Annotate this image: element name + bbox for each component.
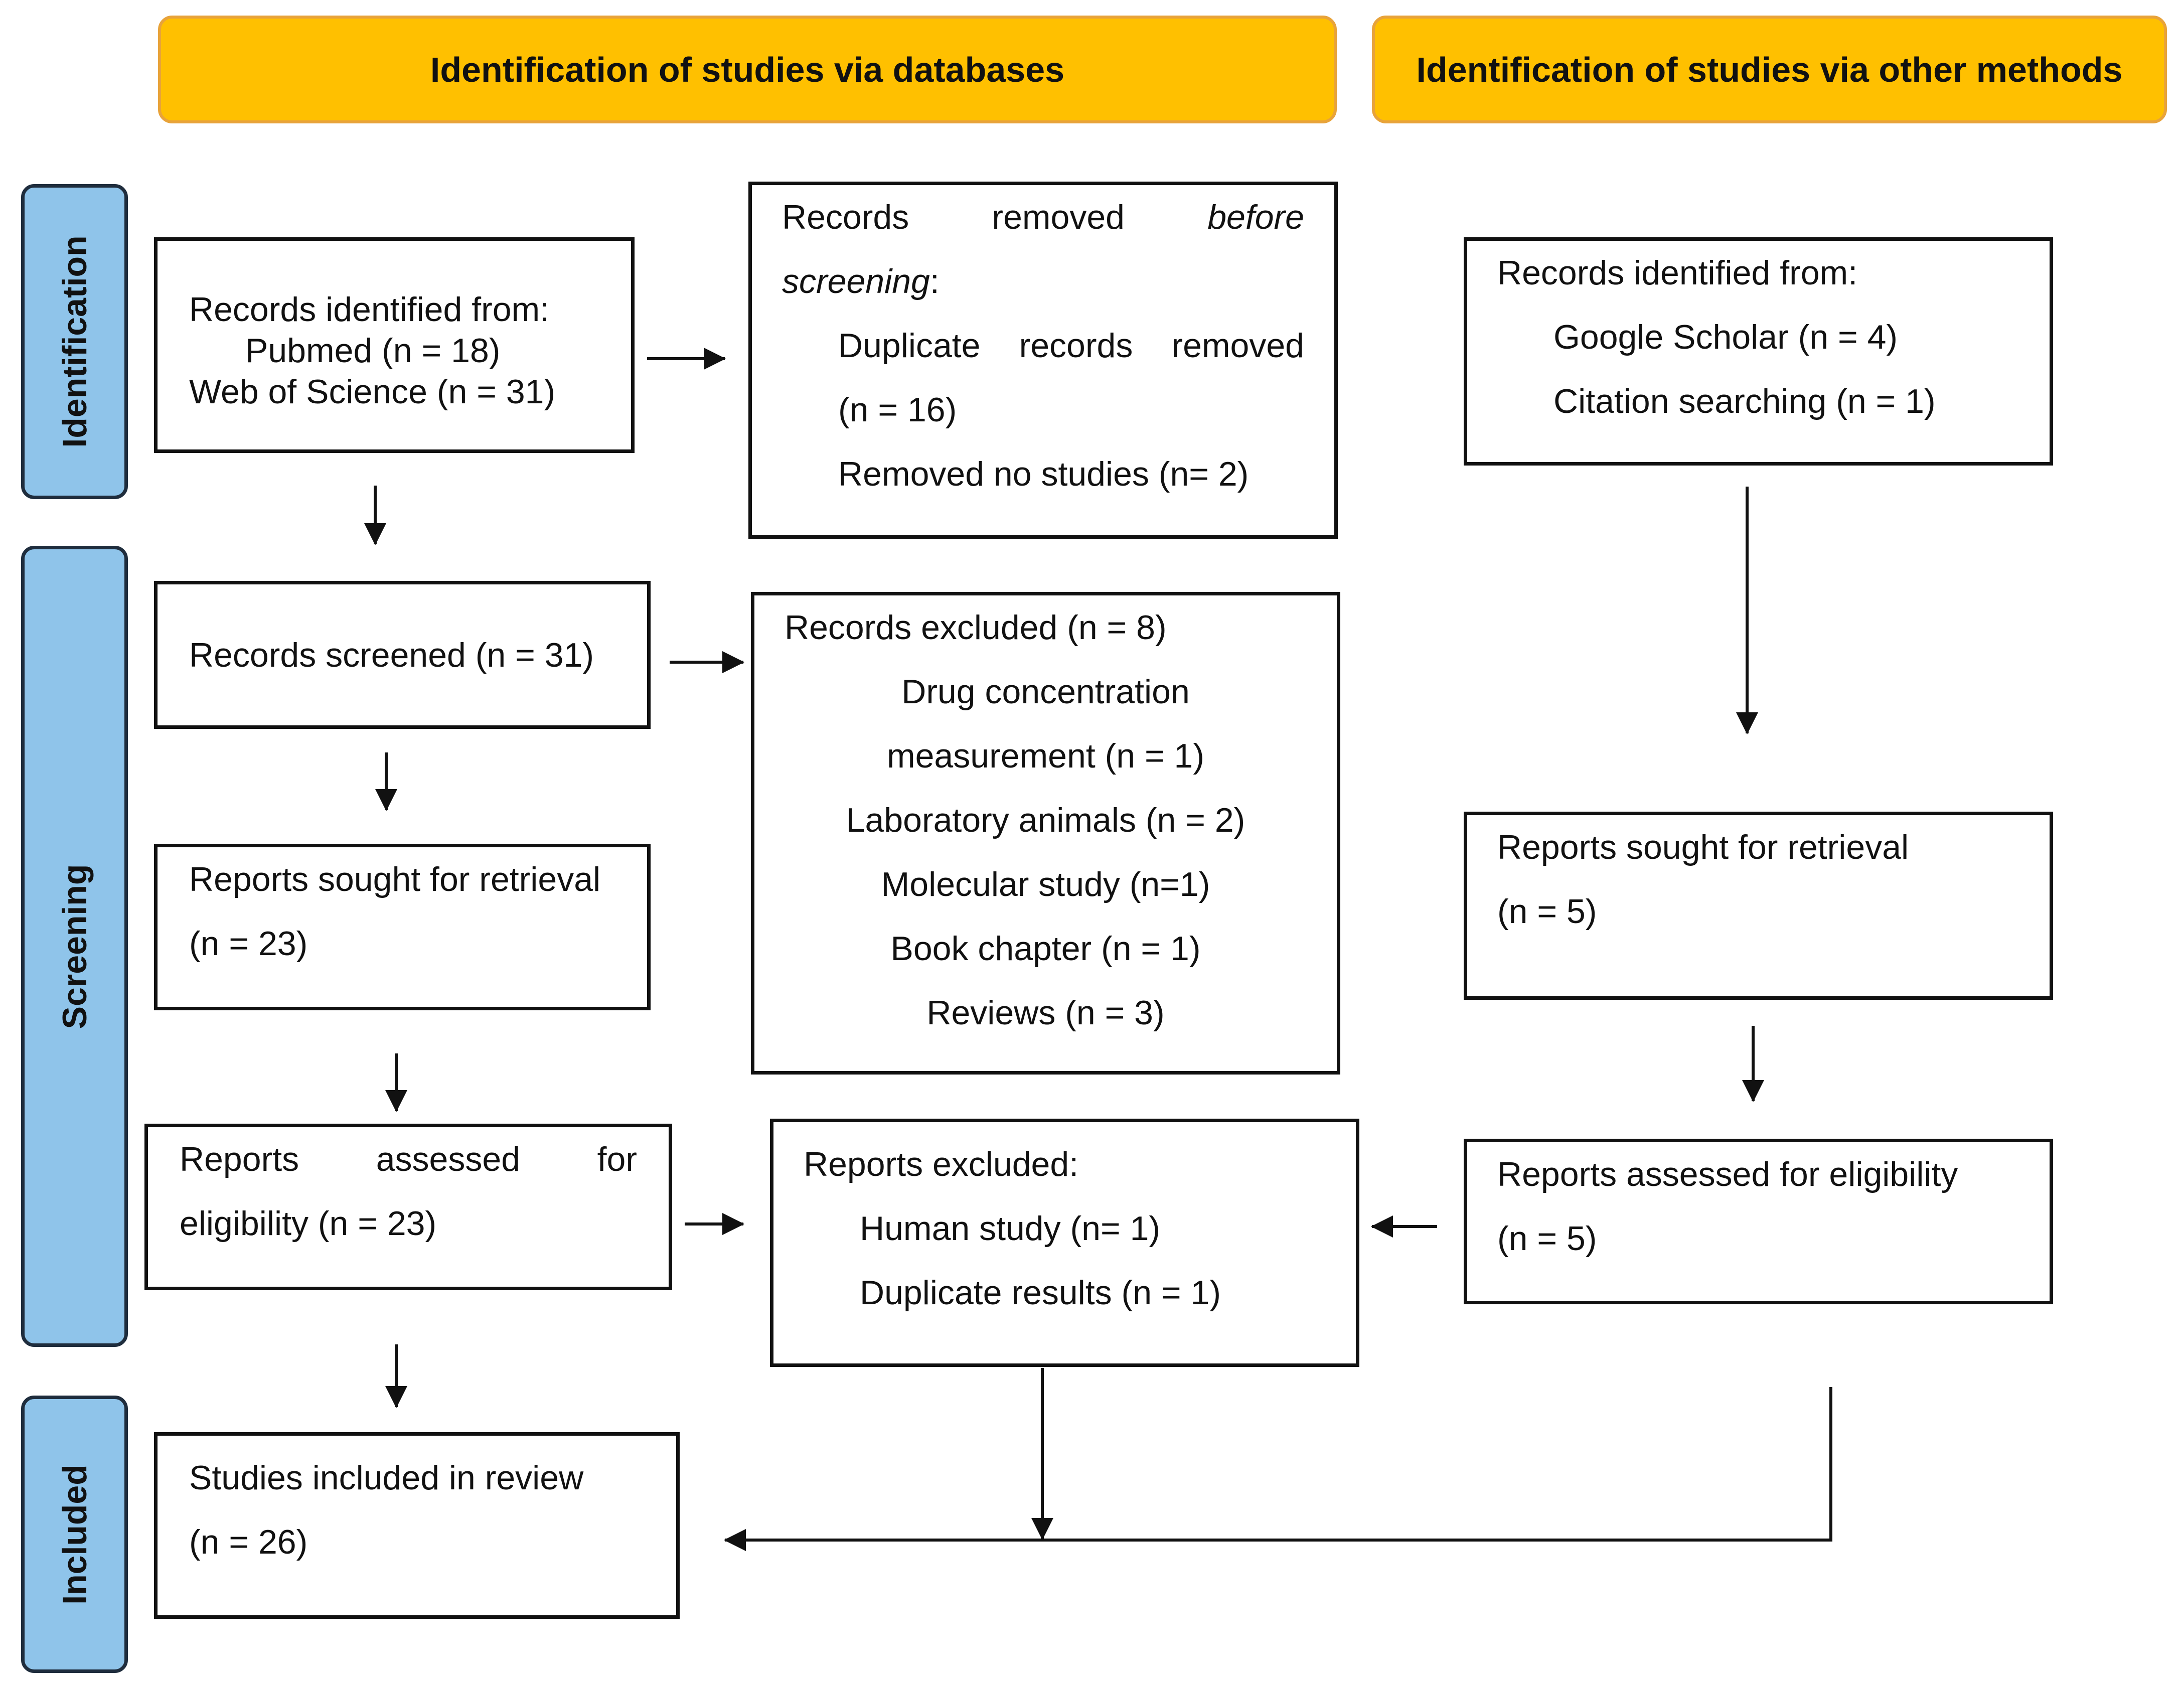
removed-colon: : <box>929 262 940 300</box>
excluded-lab-animals: Laboratory animals (n = 2) <box>846 801 1245 839</box>
records-identified-title: Records identified from: <box>189 290 550 329</box>
removed-word-3: before <box>1207 198 1304 236</box>
excluded-molecular: Molecular study (n=1) <box>881 865 1210 903</box>
header-other-label: Identification of studies via other meth… <box>1416 50 2123 89</box>
excluded-human-study: Human study (n= 1) <box>860 1209 1161 1248</box>
removed-word-2: removed <box>992 198 1125 236</box>
records-excluded-box: Records excluded (n = 8) Drug concentrat… <box>751 592 1340 1075</box>
excluded-duplicate-results: Duplicate results (n = 1) <box>860 1274 1221 1312</box>
header-other-methods: Identification of studies via other meth… <box>1372 16 2167 123</box>
removed-word-4: screening <box>782 262 930 300</box>
header-databases: Identification of studies via databases <box>158 16 1337 123</box>
reports-sought-other-count: (n = 5) <box>1497 892 1597 931</box>
dup-word-3: removed <box>1171 327 1304 365</box>
reports-assessed-other-count: (n = 5) <box>1497 1219 1597 1258</box>
dup-word-1: Duplicate <box>838 327 981 365</box>
header-databases-label: Identification of studies via databases <box>430 50 1065 89</box>
reports-sought-other-title: Reports sought for retrieval <box>1497 828 1909 866</box>
reports-sought-db-title: Reports sought for retrieval <box>189 860 601 898</box>
assessed-db-count: eligibility (n = 23) <box>180 1204 437 1243</box>
reports-assessed-db-box: Reports assessed for eligibility (n = 23… <box>144 1124 672 1290</box>
reports-assessed-other-box: Reports assessed for eligibility (n = 5) <box>1464 1139 2053 1304</box>
records-excluded-title: Records excluded (n = 8) <box>785 608 1167 647</box>
phase-identification: Identification <box>21 184 128 499</box>
phase-included: Included <box>21 1396 128 1673</box>
wos-count: Web of Science (n = 31) <box>189 373 556 411</box>
records-identified-db-box: Records identified from: Pubmed (n = 18)… <box>154 237 635 453</box>
assessed-word-3: for <box>597 1140 637 1178</box>
google-scholar-count: Google Scholar (n = 4) <box>1553 318 1898 356</box>
pubmed-count: Pubmed (n = 18) <box>245 332 501 370</box>
removed-word-1: Records <box>782 198 909 236</box>
reports-sought-other-box: Reports sought for retrieval (n = 5) <box>1464 812 2053 1000</box>
excluded-drug-2: measurement (n = 1) <box>886 737 1205 775</box>
phase-screening: Screening <box>21 546 128 1347</box>
reports-sought-db-box: Reports sought for retrieval (n = 23) <box>154 844 651 1010</box>
excluded-drug-1: Drug concentration <box>901 673 1190 711</box>
removed-no-studies: Removed no studies (n= 2) <box>838 455 1249 493</box>
studies-included-count: (n = 26) <box>189 1523 308 1561</box>
other-identified-title: Records identified from: <box>1497 254 1858 292</box>
reports-excluded-title: Reports excluded: <box>804 1145 1079 1183</box>
records-identified-other-box: Records identified from: Google Scholar … <box>1464 237 2053 466</box>
assessed-word-1: Reports <box>180 1140 299 1178</box>
excluded-book-chapter: Book chapter (n = 1) <box>890 930 1201 968</box>
records-removed-box: Records removed before screening: Duplic… <box>748 182 1338 539</box>
dup-word-2: records <box>1019 327 1133 365</box>
studies-included-box: Studies included in review (n = 26) <box>154 1432 680 1619</box>
citation-searching-count: Citation searching (n = 1) <box>1553 382 1936 420</box>
excluded-reviews: Reviews (n = 3) <box>926 994 1165 1032</box>
reports-assessed-other-title: Reports assessed for eligibility <box>1497 1155 1958 1193</box>
dup-count: (n = 16) <box>838 391 957 429</box>
studies-included-title: Studies included in review <box>189 1459 584 1497</box>
records-screened-box: Records screened (n = 31) <box>154 581 651 729</box>
assessed-word-2: assessed <box>376 1140 521 1178</box>
reports-sought-db-count: (n = 23) <box>189 925 308 963</box>
line-other-to-included <box>724 1387 1832 1551</box>
reports-excluded-box: Reports excluded: Human study (n= 1) Dup… <box>770 1119 1359 1367</box>
records-screened-label: Records screened (n = 31) <box>189 636 594 674</box>
